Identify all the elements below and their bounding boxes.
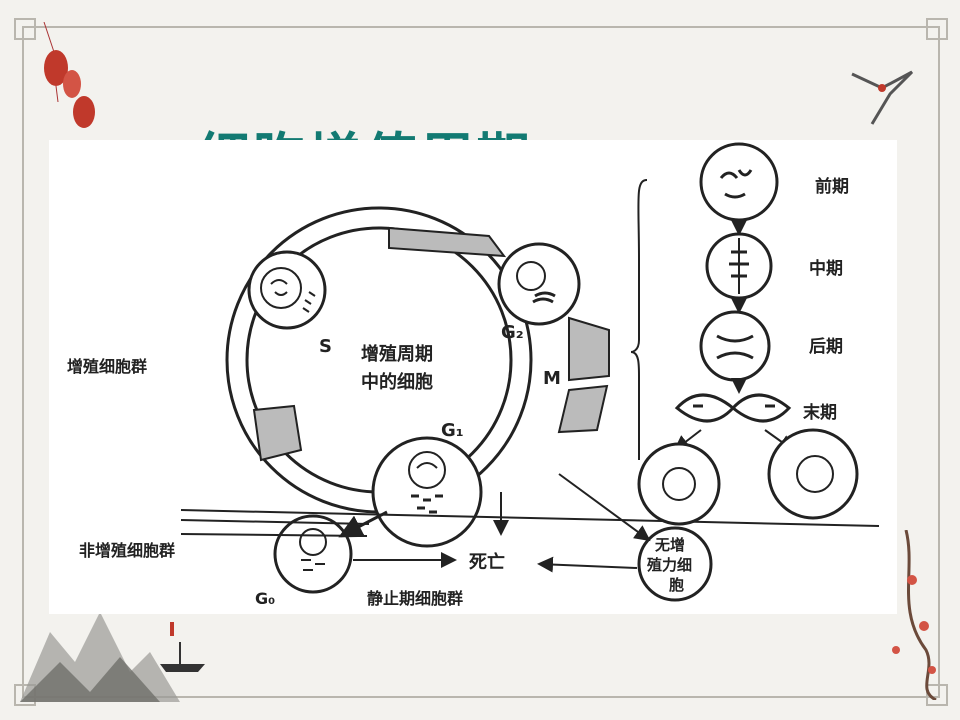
telophase-label: 末期 [803,402,837,423]
prophase-cell [699,142,779,222]
g1-shading [252,404,303,462]
g1-phase-cell [371,436,483,548]
center-label-line-1: 增殖周期 [361,343,433,365]
frame-corner-br [926,684,948,706]
separator-mid [180,533,368,537]
daughter-cell-right [767,428,859,520]
anaphase-label: 后期 [809,337,843,357]
g2-m-shading [568,316,610,382]
anaphase-cell [699,310,771,382]
no-prolif-cell-label-2: 殖力细 [646,556,692,574]
separator-upper [180,509,880,527]
metaphase-cell [705,232,773,300]
plum-branch-decoration [892,530,937,700]
phase-m-label: M [543,368,561,389]
telophase-cell [674,393,792,423]
lantern-decoration [43,22,95,128]
death-label: 死亡 [469,551,505,573]
arrow-g1-to-noprolif [558,473,651,542]
arrow-noprolif-to-death [537,556,638,573]
s-phase-cell [247,250,327,330]
no-prolif-cell-label-1: 无增 [654,536,685,554]
no-prolif-cell [637,526,713,602]
center-label-line-2: 中的细胞 [361,371,433,393]
frame-corner-tl [14,18,36,40]
daughter-cell-left [637,442,721,526]
cell-cycle-figure: 增殖周期 中的细胞 增殖细胞群 非增殖细胞群 S G₂ M G₁ G₀ 死亡 静… [49,140,897,614]
phase-g2-label: G₂ [501,322,524,343]
g0-phase-cell [273,514,353,594]
no-prolif-cell-label-3: 胞 [668,576,684,594]
quiescent-group-label: 静止期细胞群 [367,589,463,608]
arrow-g1-to-g0 [338,510,388,538]
separator-lower [180,519,370,525]
phase-g1-label: G₁ [441,420,464,441]
g2-phase-cell [497,242,581,326]
metaphase-label: 中期 [809,258,843,279]
landscape-decoration [20,612,205,702]
phase-g0-label: G₀ [255,589,275,608]
crane-decoration [851,70,914,125]
frame-border [22,26,940,698]
nonproliferating-group-label: 非增殖细胞群 [79,541,175,560]
phase-s-label: S [319,336,332,357]
proliferating-group-label: 增殖细胞群 [67,357,147,376]
s-phase-shading [388,226,507,258]
m-phase-shading [557,384,609,434]
frame-corner-tr [926,18,948,40]
prophase-label: 前期 [815,176,849,197]
mitosis-bracket [630,179,648,460]
